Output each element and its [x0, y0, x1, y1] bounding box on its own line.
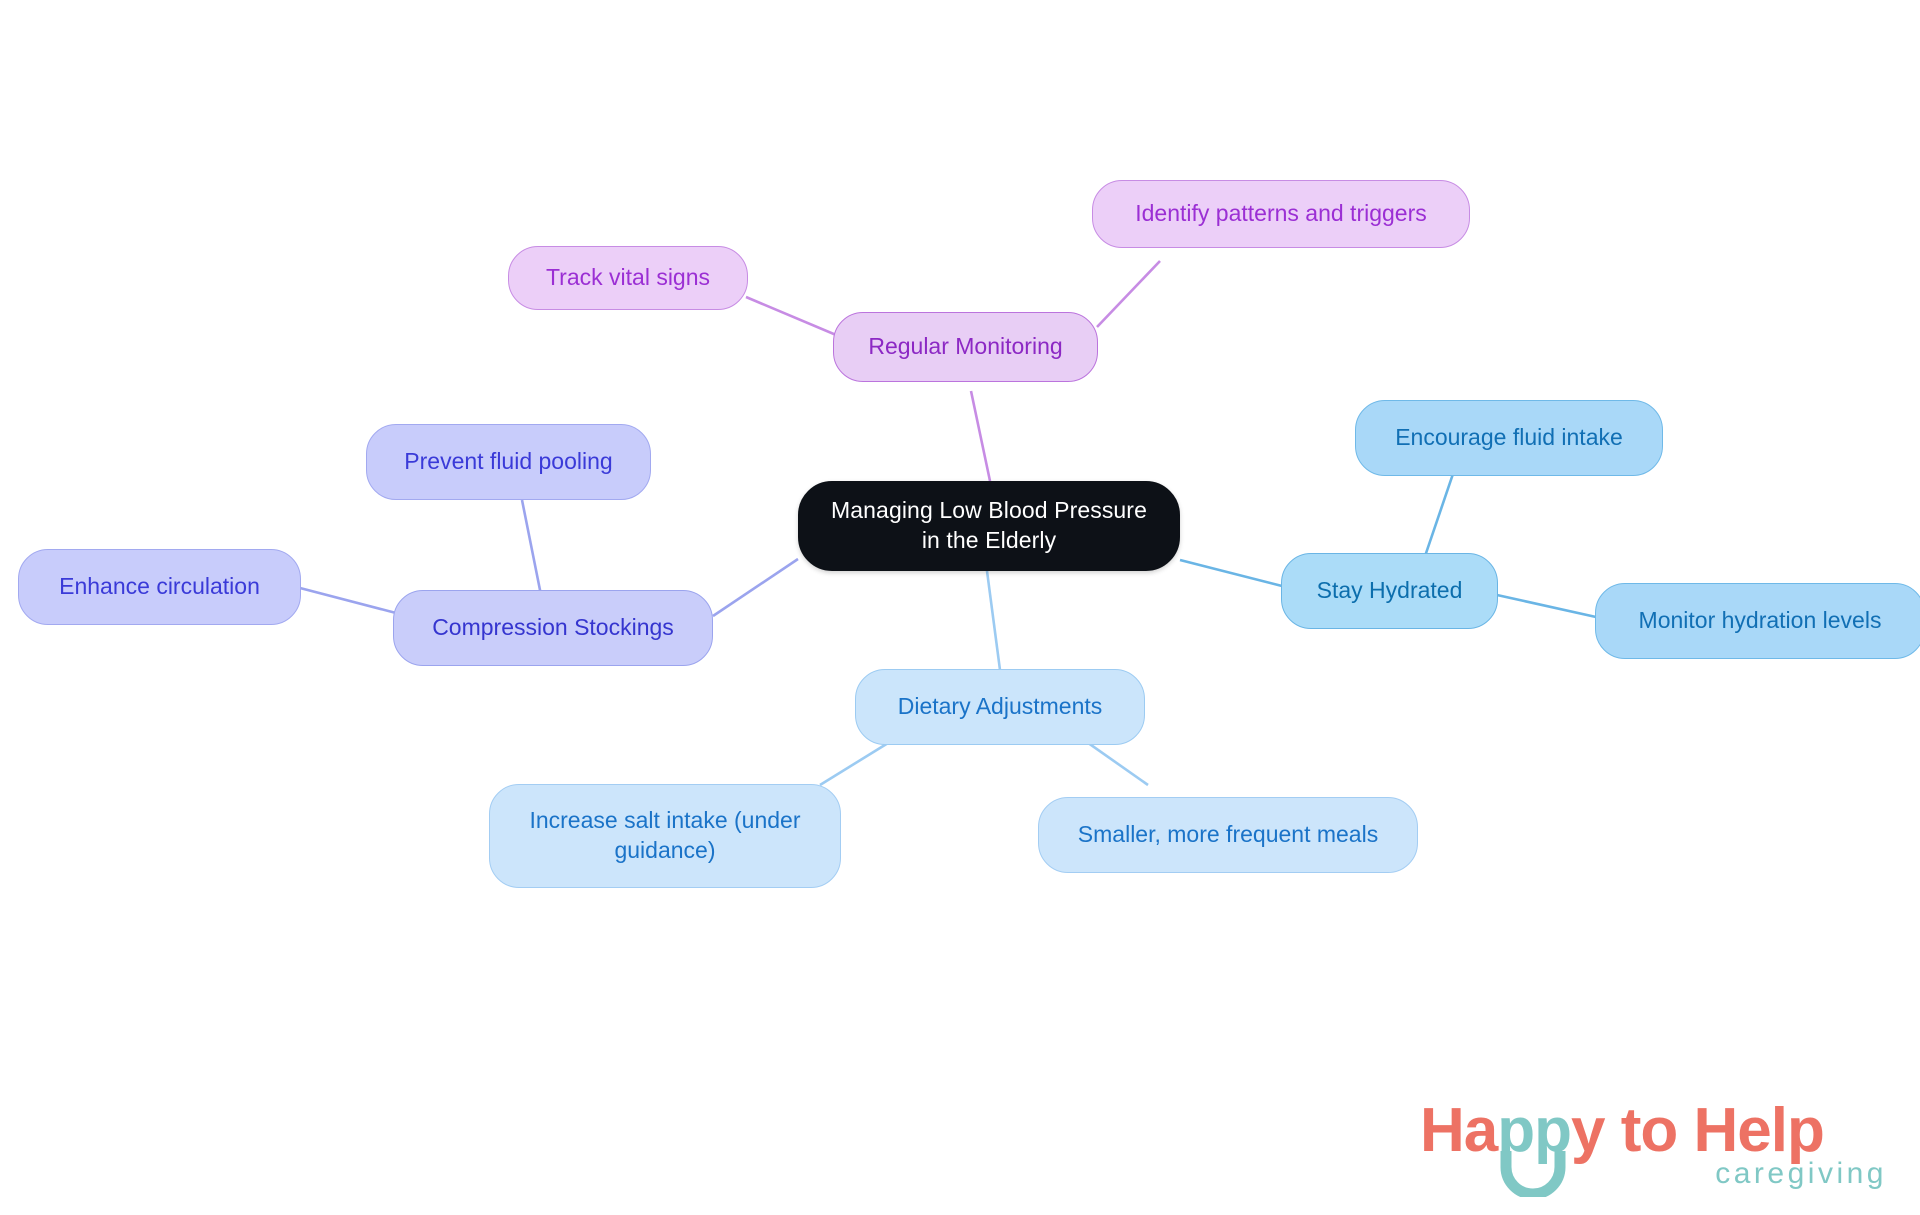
edge-compression-stockings-enhance-circulation: [299, 586, 397, 615]
logo-text-ha: Ha: [1420, 1096, 1498, 1165]
leaf-node-prevent-fluid-pooling[interactable]: Prevent fluid pooling: [366, 424, 651, 500]
branch-node-dietary-adjustments[interactable]: Dietary Adjustments: [855, 669, 1145, 745]
logo-tagline: caregiving: [1715, 1157, 1887, 1190]
logo-wordmark: Happy to Help: [1420, 1095, 1825, 1166]
edge-stay-hydrated-encourage-fluid-intake: [1420, 467, 1457, 566]
logo-text-y: y: [1571, 1096, 1605, 1165]
branch-node-stay-hydrated[interactable]: Stay Hydrated: [1281, 553, 1498, 629]
edge-regular-monitoring-track-vital-signs: [745, 295, 849, 342]
edge-central-compression-stockings: [712, 557, 799, 618]
edge-central-dietary-adjustments: [985, 570, 1002, 671]
leaf-node-monitor-hydration-levels[interactable]: Monitor hydration levels: [1595, 583, 1920, 659]
central-node[interactable]: Managing Low Blood Pressure in the Elder…: [798, 481, 1180, 571]
leaf-node-identify-patterns-and-triggers[interactable]: Identify patterns and triggers: [1092, 180, 1470, 248]
logo-text-pp: pp: [1497, 1096, 1572, 1165]
edge-stay-hydrated-monitor-hydration-levels: [1496, 593, 1597, 619]
leaf-node-smaller-more-frequent-meals[interactable]: Smaller, more frequent meals: [1038, 797, 1418, 873]
leaf-node-enhance-circulation[interactable]: Enhance circulation: [18, 549, 301, 625]
leaf-node-track-vital-signs[interactable]: Track vital signs: [508, 246, 748, 310]
brand-logo: Happy to Help caregiving: [1420, 1095, 1890, 1200]
logo-smile-arc: [1500, 1151, 1566, 1197]
edge-central-stay-hydrated: [1179, 558, 1283, 588]
edge-central-regular-monitoring: [969, 390, 992, 482]
edge-regular-monitoring-identify-patterns: [1096, 260, 1161, 328]
edge-compression-stockings-prevent-fluid-pooling: [520, 499, 544, 601]
branch-node-compression-stockings[interactable]: Compression Stockings: [393, 590, 713, 666]
branch-node-regular-monitoring[interactable]: Regular Monitoring: [833, 312, 1098, 382]
logo-text-to-help: to Help: [1604, 1096, 1825, 1165]
leaf-node-increase-salt-intake[interactable]: Increase salt intake (under guidance): [489, 784, 841, 888]
leaf-node-encourage-fluid-intake[interactable]: Encourage fluid intake: [1355, 400, 1663, 476]
